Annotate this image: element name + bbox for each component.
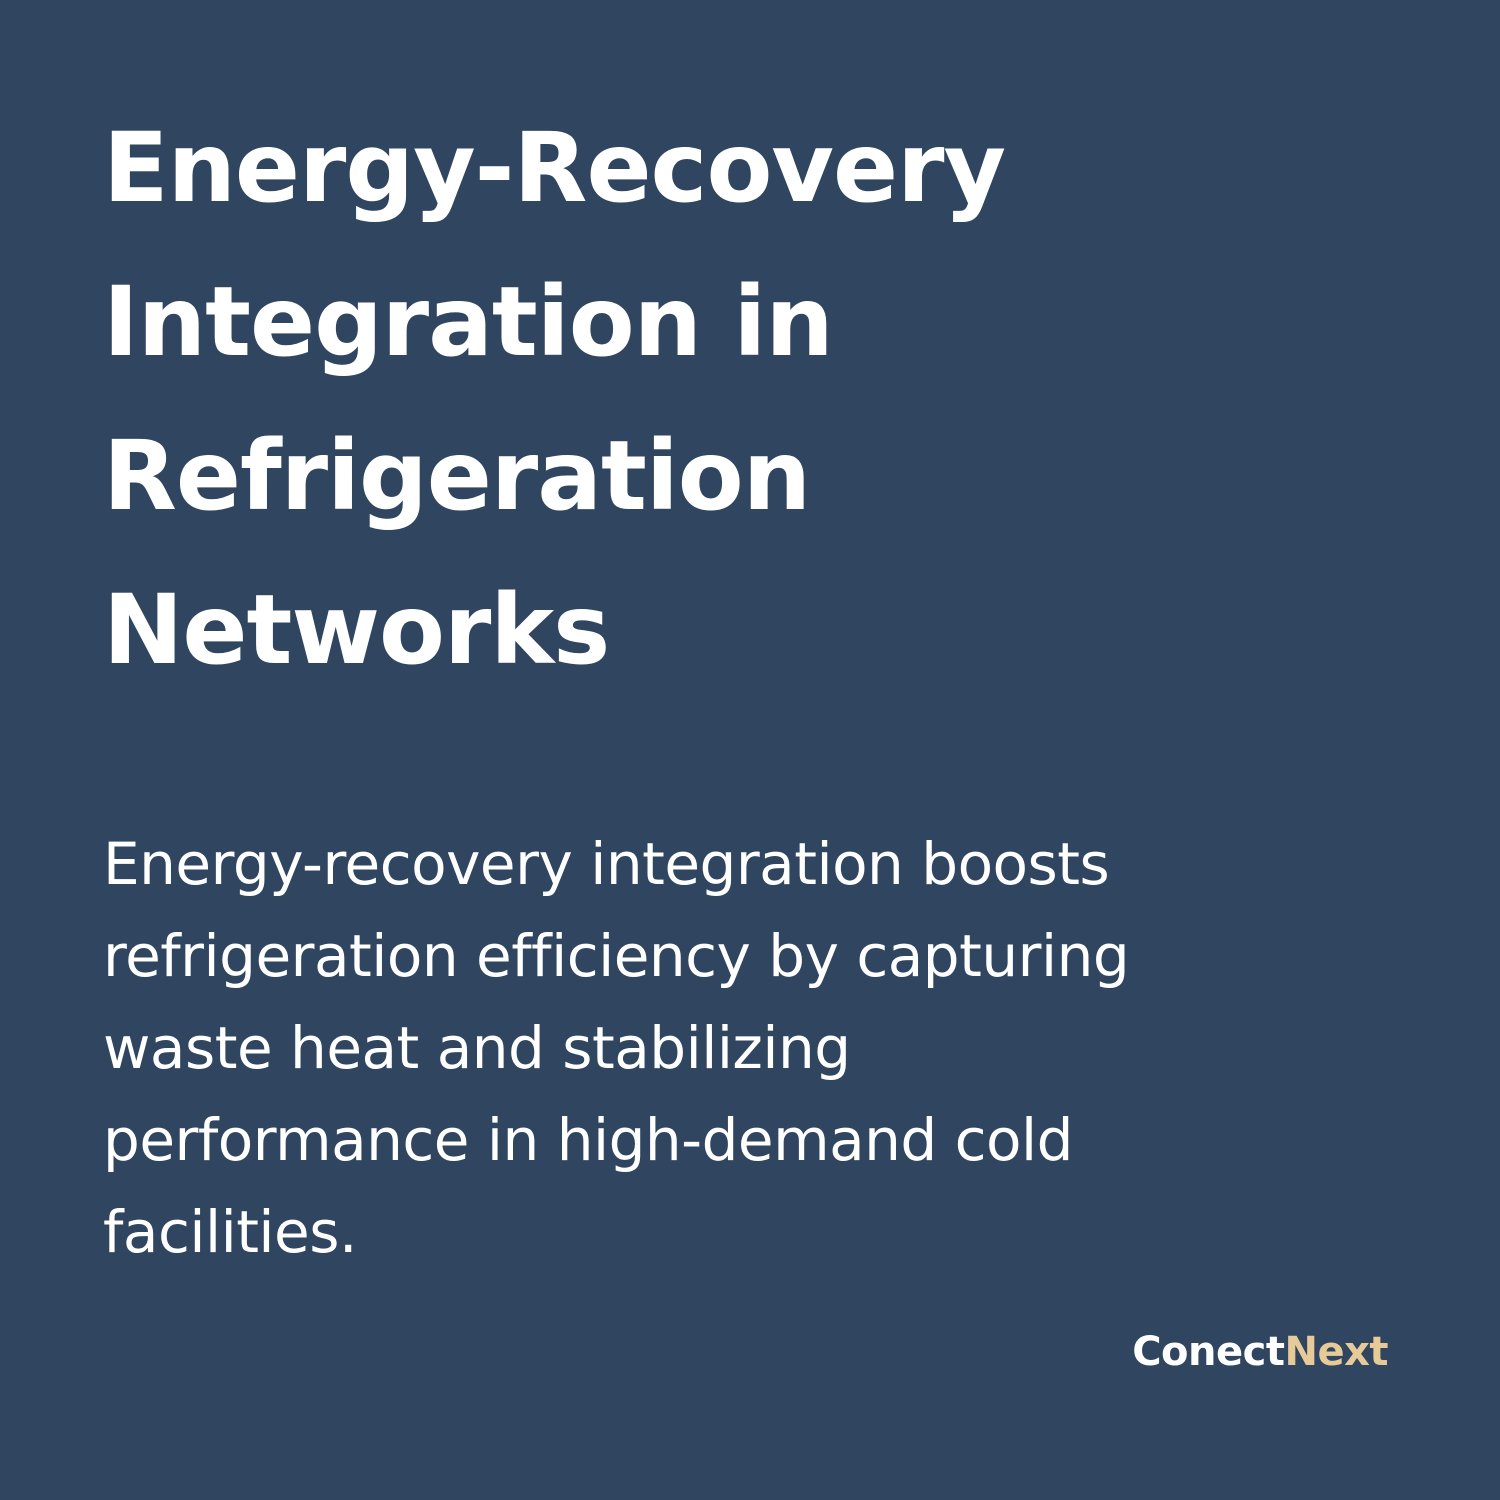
brand-name-accent: Next bbox=[1284, 1329, 1388, 1375]
title-line: Networks bbox=[103, 574, 610, 686]
brand-name-primary: Conect bbox=[1132, 1329, 1285, 1375]
description-line: performance in high-demand cold bbox=[103, 1106, 1073, 1174]
title-line: Integration in bbox=[103, 266, 834, 378]
slide-title: Energy-Recovery Integration in Refrigera… bbox=[103, 108, 1403, 724]
description-line: refrigeration efficiency by capturing bbox=[103, 922, 1130, 990]
title-line: Refrigeration bbox=[103, 420, 811, 532]
description-line: Energy-recovery integration boosts bbox=[103, 830, 1110, 898]
title-line: Energy-Recovery bbox=[103, 112, 1006, 224]
description-line: facilities. bbox=[103, 1198, 357, 1266]
brand-logo: ConectNext bbox=[1132, 1326, 1388, 1378]
description-line: waste heat and stabilizing bbox=[103, 1014, 851, 1082]
slide-description: Energy-recovery integration boosts refri… bbox=[103, 824, 1403, 1284]
